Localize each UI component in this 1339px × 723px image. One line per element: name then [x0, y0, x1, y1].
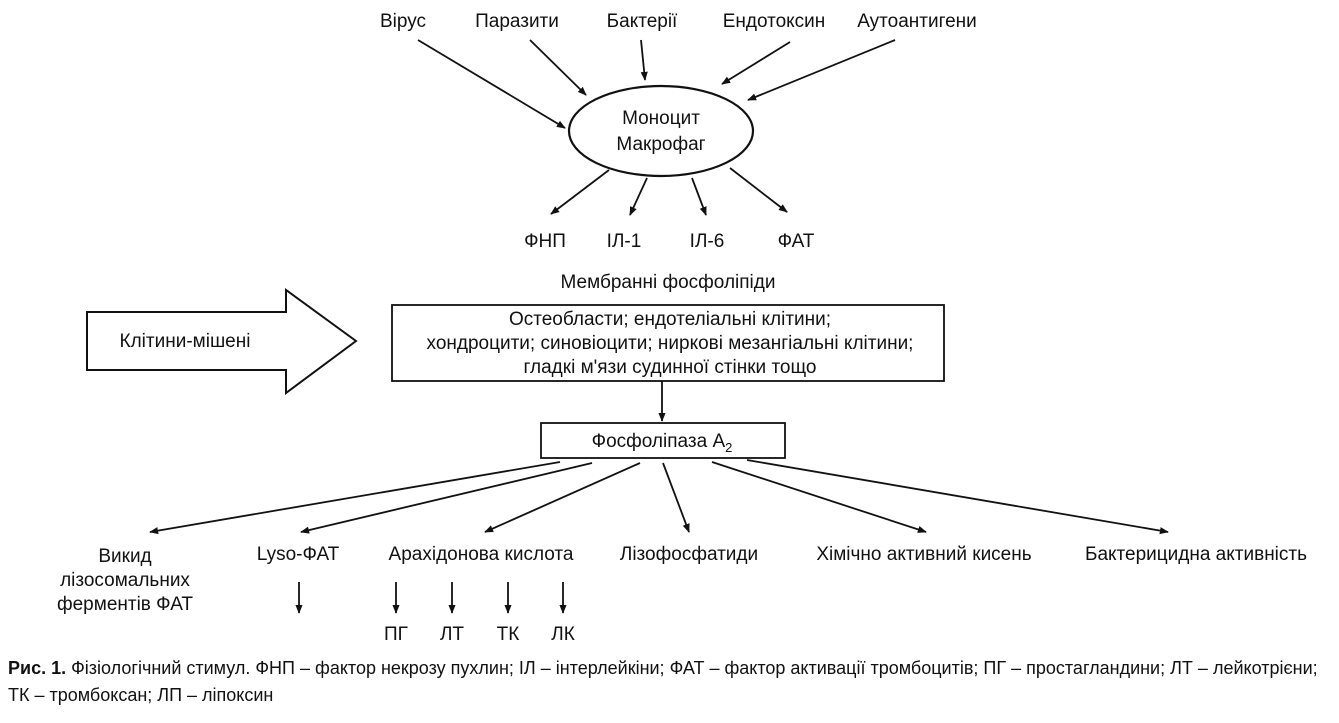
arrow-to-il1	[629, 177, 648, 216]
cell-label-monocyte: Моноцит	[622, 108, 700, 129]
product-paf: ФАТ	[778, 231, 815, 252]
arrow-to-lyso	[300, 462, 593, 534]
arrow-bacteria	[640, 39, 648, 81]
arrow-to-bactericidal	[746, 459, 1169, 535]
phospholipase-box	[540, 422, 786, 459]
source-bacteria: Бактерії	[607, 11, 678, 32]
diagram-canvas: Вірус Паразити Бактерії Ендотоксин Аутоа…	[57, 11, 1307, 645]
metabolite-pg: ПГ	[384, 624, 408, 645]
figure-caption: Рис. 1. Фізіологічний стимул. ФНП – факт…	[8, 655, 1328, 709]
metabolite-lk: ЛК	[551, 624, 575, 645]
output-lysophosphatides: Лізофосфатиди	[620, 544, 758, 565]
arrow-to-oxygen	[711, 461, 927, 533]
product-tnf: ФНП	[524, 231, 566, 252]
output-release-line-3: ферментів ФАТ	[57, 594, 193, 615]
output-bactericidal-activity: Бактерицидна активність	[1085, 544, 1307, 565]
target-cells-line-3: гладкі м'язи судинної стінки тощо	[524, 357, 817, 378]
product-il1: ІЛ-1	[607, 231, 642, 252]
target-cells-box	[391, 304, 945, 382]
metabolite-lt: ЛТ	[440, 624, 464, 645]
phospholipase-subscript: 2	[725, 440, 732, 455]
source-parasites: Паразити	[475, 11, 559, 32]
target-cells-line-1: Остеобласти; ендотеліальні клітини;	[509, 309, 831, 330]
source-virus: Вірус	[380, 11, 426, 32]
output-release-line-2: лізосомальних	[60, 570, 190, 591]
arrow-parasites	[529, 39, 587, 96]
arrow-to-tnf	[550, 169, 610, 215]
arrow-to-arachidonic	[484, 462, 641, 533]
target-cells-block-arrow	[86, 288, 358, 395]
metabolite-tk: ТК	[497, 624, 520, 645]
arrow-virus	[417, 39, 566, 129]
membrane-phospholipids-label: Мембранні фосфоліпіди	[561, 272, 776, 293]
monocyte-macrophage-ellipse	[567, 84, 755, 178]
source-autoantigens: Аутоантигени	[857, 11, 977, 32]
caption-prefix: Рис. 1.	[8, 658, 67, 678]
output-release-line-1: Викид	[98, 546, 151, 567]
output-reactive-oxygen: Хімічно активний кисень	[816, 544, 1031, 565]
arrow-to-release	[149, 461, 561, 535]
caption-text: Фізіологічний стимул. ФНП – фактор некро…	[8, 658, 1318, 705]
product-il6: ІЛ-6	[690, 231, 725, 252]
arrow-endotoxin	[721, 41, 791, 85]
source-endotoxin: Ендотоксин	[723, 11, 826, 32]
arrow-to-il6	[691, 177, 707, 216]
target-cells-line-2: хондроцити; синовіоцити; ниркові мезангі…	[427, 333, 914, 354]
output-lyso-paf: Lyso-ФАТ	[257, 544, 340, 565]
arrow-to-paf	[729, 167, 788, 213]
phospholipase-label: Фосфоліпаза А2	[592, 431, 733, 455]
cell-label-macrophage: Макрофаг	[616, 134, 705, 155]
target-cells-label: Клітини-мішені	[120, 331, 251, 352]
arrow-autoantigens	[747, 39, 896, 101]
output-arachidonic-acid: Арахідонова кислота	[389, 544, 574, 565]
arrow-to-lysophosphatides	[662, 462, 690, 533]
